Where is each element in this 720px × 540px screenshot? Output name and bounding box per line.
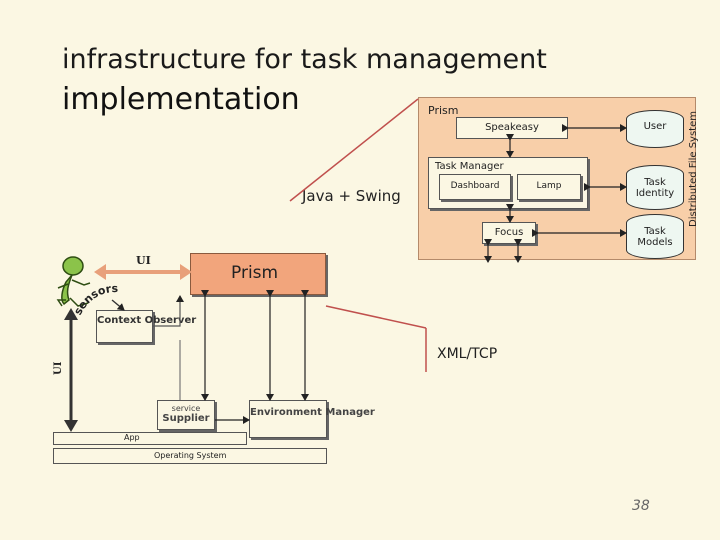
user-store: User [626, 110, 684, 148]
ui-arrow-head-left [94, 264, 106, 280]
sensors-label: sensors [71, 282, 118, 317]
service-supplier-box: service Supplier [157, 400, 215, 430]
app-bar: App [53, 432, 247, 445]
task-identity-store: Task Identity [626, 165, 684, 210]
ui-top-label: UI [136, 254, 151, 267]
context-observer-box: Context Observer [96, 310, 197, 343]
environment-manager-box: Environment Manager [249, 400, 375, 438]
xml-tcp-label: XML/TCP [437, 346, 498, 362]
dashboard-box: Dashboard [439, 174, 511, 200]
task-models-store: Task Models [626, 214, 684, 259]
prism-bar-label: Prism [231, 263, 279, 283]
context-observer-link [153, 295, 184, 327]
supplier-label: Supplier [162, 413, 210, 424]
sensors-arrow [111, 299, 125, 311]
callout-line-title [289, 98, 419, 202]
prism-bar: Prism [190, 253, 326, 295]
operating-system-label: Operating System [154, 451, 227, 460]
ui-side-arrow-head-bottom [64, 420, 78, 432]
lamp-box: Lamp [517, 174, 581, 200]
ui-arrow-head-right [180, 264, 192, 280]
ui-side-arrow-head-top [64, 308, 78, 320]
page-number: 38 [632, 498, 650, 514]
callout-line-prism [325, 305, 427, 329]
lamp-label: Lamp [536, 181, 562, 191]
dashboard-label: Dashboard [450, 181, 500, 191]
task-models-label: Task Models [637, 226, 673, 248]
task-manager-label: Task Manager [435, 161, 504, 172]
speakeasy-label: Speakeasy [485, 122, 539, 133]
focus-label: Focus [494, 227, 524, 238]
operating-system-bar: Operating System [53, 448, 327, 464]
user-figure-icon [56, 256, 91, 307]
app-label: App [124, 433, 140, 442]
sensors-label-group: sensors [71, 282, 118, 317]
slide-subtitle: implementation [62, 82, 300, 117]
environment-manager-label: Environment Manager [250, 407, 375, 418]
slide-title: infrastructure for task management [62, 44, 547, 75]
task-identity-label: Task Identity [635, 177, 675, 199]
service-label: service [171, 404, 201, 413]
user-store-label: User [643, 121, 667, 132]
context-observer-label: Context Observer [97, 315, 197, 326]
prism-panel-label: Prism [428, 104, 459, 117]
java-swing-label: Java + Swing [302, 187, 401, 205]
svg-text:sensors: sensors [71, 282, 118, 317]
